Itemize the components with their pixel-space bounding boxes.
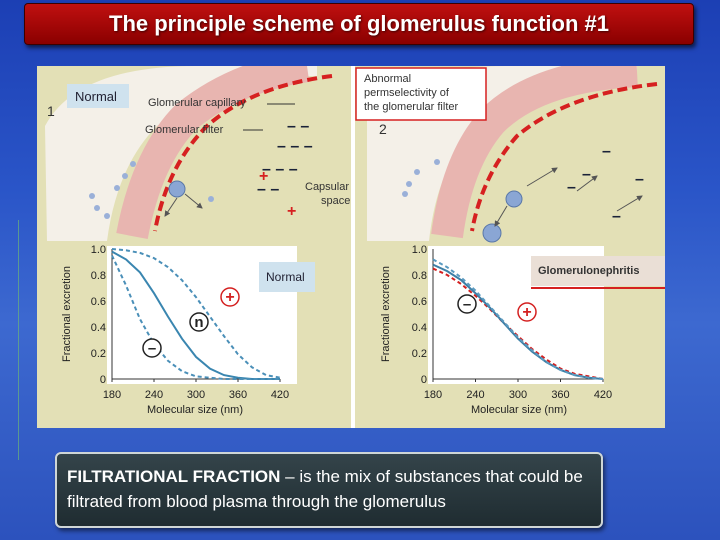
- callout-line-3: the glomerular filter: [364, 101, 458, 113]
- svg-text:+: +: [287, 203, 296, 220]
- series-marker-label: +: [225, 289, 234, 306]
- abnormal-callout-box: [355, 67, 487, 121]
- x-tick-label: 240: [145, 389, 163, 401]
- x-tick-label: 420: [271, 389, 289, 401]
- y-tick-label: 0.8: [91, 270, 106, 282]
- x-axis-label: Molecular size (nm): [147, 404, 243, 416]
- right-chart: Glomerulonephritis 0 0.2 0.4 0.6 0.8 1.0 180 24…: [380, 244, 665, 416]
- label-glomerular-capillary: Glomerular capillary: [148, 97, 246, 109]
- right-chart-badge-bg: [531, 256, 665, 286]
- series-line: [432, 267, 604, 380]
- y-tick-label: 0: [421, 374, 427, 386]
- left-chart: Normal 0 0.2 0.4 0.6 0.8 1.0 180 240 300 360 420Mo…: [61, 244, 315, 416]
- right-glomerular-filter-line: [470, 82, 658, 232]
- definition-caption: FILTRATIONAL FRACTION – is the mix of su…: [55, 452, 603, 528]
- y-tick-label: 0.4: [91, 322, 106, 334]
- left-glomerular-filter-line: [153, 74, 333, 232]
- x-tick-label: 240: [466, 389, 484, 401]
- y-tick-label: 1.0: [91, 244, 106, 256]
- panel-divider: [351, 66, 355, 428]
- series-line: [432, 258, 604, 380]
- left-chart-badge-bg: [259, 262, 315, 292]
- right-chart-badge: Glomerulonephritis: [538, 265, 639, 277]
- svg-text:– –: – –: [287, 118, 309, 135]
- right-capillary-wall: [431, 66, 638, 239]
- y-tick-label: 1.0: [412, 244, 427, 256]
- label-space: space: [321, 195, 350, 207]
- left-molecules: – – – – – – – – – – + +: [89, 118, 313, 220]
- series-marker: [457, 294, 477, 314]
- y-tick-label: 0.2: [412, 348, 427, 360]
- svg-text:–: –: [635, 171, 644, 188]
- caption-definition: – is the mix of substances that could be…: [67, 467, 583, 511]
- y-tick-label: 0.2: [91, 348, 106, 360]
- y-tick-label: 0.8: [412, 270, 427, 282]
- x-tick-label: 300: [509, 389, 527, 401]
- x-tick-label: 360: [229, 389, 247, 401]
- svg-text:–: –: [602, 143, 611, 160]
- series-line: [111, 250, 280, 380]
- y-tick-label: 0.6: [91, 296, 106, 308]
- y-tick-label: 0: [100, 374, 106, 386]
- x-axis-label: Molecular size (nm): [471, 404, 567, 416]
- svg-text:+: +: [259, 168, 268, 185]
- y-axis-label: Fractional excretion: [61, 266, 73, 362]
- y-axis-label: Fractional excretion: [380, 266, 392, 362]
- title-bar: The principle scheme of glomerulus funct…: [24, 3, 694, 45]
- figure-svg: Normal 1 Glomerular capillary Glomerular…: [37, 66, 665, 428]
- x-tick-label: 300: [187, 389, 205, 401]
- series-marker: [517, 302, 537, 322]
- callout-line-1: Abnormal: [364, 73, 411, 85]
- svg-text:– – –: – – –: [277, 138, 313, 155]
- caption-term: FILTRATIONAL FRACTION: [67, 467, 281, 486]
- series-marker-label: +: [522, 304, 531, 321]
- callout-line-2: permselectivity of: [364, 87, 450, 99]
- right-molecules: – – – – –: [402, 143, 644, 243]
- label-capsular: Capsular: [305, 181, 349, 193]
- series-marker-label: n: [194, 314, 203, 331]
- svg-text:–: –: [582, 166, 591, 183]
- y-tick-label: 0.6: [412, 296, 427, 308]
- left-normal-badge: Normal: [75, 89, 117, 104]
- svg-text:–: –: [612, 208, 621, 225]
- x-tick-label: 420: [594, 389, 612, 401]
- series-marker-label: –: [463, 296, 471, 313]
- decorative-line: [18, 220, 23, 460]
- label-glomerular-filter: Glomerular filter: [145, 124, 224, 136]
- series-marker: [220, 287, 240, 307]
- glomerulus-figure: Normal 1 Glomerular capillary Glomerular…: [37, 66, 665, 428]
- page-title: The principle scheme of glomerulus funct…: [109, 11, 609, 36]
- right-panel-number: 2: [379, 121, 387, 137]
- svg-text:– –: – –: [257, 181, 279, 198]
- left-capillary-lumen: [45, 66, 317, 241]
- series-line: [111, 248, 281, 379]
- left-panel-number: 1: [47, 103, 55, 119]
- series-marker: [142, 338, 162, 358]
- left-chart-badge: Normal: [266, 270, 305, 284]
- left-capillary-wall: [116, 66, 310, 240]
- x-tick-label: 360: [551, 389, 569, 401]
- svg-text:– – –: – – –: [262, 161, 298, 178]
- left-normal-badge-bg: [67, 84, 129, 108]
- x-tick-label: 180: [424, 389, 442, 401]
- y-tick-label: 0.4: [412, 322, 427, 334]
- series-marker-label: –: [148, 340, 156, 357]
- x-tick-label: 180: [103, 389, 121, 401]
- series-marker: [189, 312, 209, 332]
- svg-text:–: –: [567, 179, 576, 196]
